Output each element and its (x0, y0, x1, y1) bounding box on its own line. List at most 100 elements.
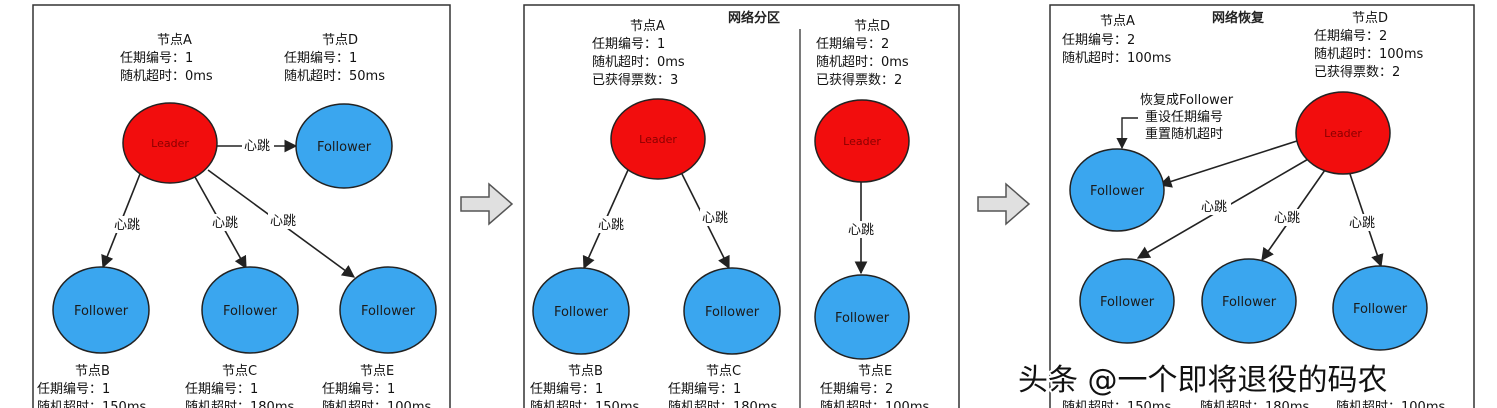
p2-follower-b (532, 267, 630, 355)
p1-follower-c-label: Follower (223, 304, 278, 319)
p2-leader-a (610, 98, 706, 180)
p3-nodeD-term: 任期编号：2 (1314, 29, 1387, 44)
p3-nodeA-name: 节点A (1100, 14, 1135, 29)
p3-follower-c-label: Follower (1222, 295, 1277, 310)
p3-heartbeat-label-2: 心跳 (1274, 211, 1300, 226)
p1-nodeB-timeout: 随机超时：150ms (37, 400, 146, 408)
p2-title: 网络分区 (728, 10, 780, 26)
p3-nodeE-timeout: 随机超时：100ms (1336, 400, 1445, 408)
step-arrow-2 (977, 182, 1031, 226)
p1-follower-d-label: Follower (317, 140, 372, 155)
p2-nodeC-name: 节点C (706, 364, 741, 379)
p1-heartbeat-label-2: 心跳 (114, 218, 140, 233)
p1-nodeD-term: 任期编号：1 (284, 51, 357, 66)
p2-nodeC-timeout: 随机超时：180ms (668, 400, 777, 408)
p2-nodeE-term: 任期编号：2 (820, 382, 893, 397)
p3-nodeC-timeout: 随机超时：180ms (1200, 400, 1309, 408)
p1-hb-bg-3 (210, 214, 242, 231)
p3-follower-a (1069, 148, 1165, 232)
p1-leader-label: Leader (151, 137, 189, 150)
p1-hb-bg-1 (242, 137, 274, 154)
p3-nodeD-votes: 已获得票数：2 (1314, 64, 1400, 80)
p3-leader-d (1295, 91, 1391, 175)
p2-follower-c-label: Follower (705, 305, 760, 320)
p2-follower-e (814, 274, 910, 360)
p1-follower-c (201, 266, 299, 354)
p1-heartbeat-label-4: 心跳 (270, 214, 296, 229)
p1-nodeE-term: 任期编号：1 (322, 382, 395, 397)
p1-nodeB-name: 节点B (75, 364, 110, 379)
p2-nodeA-votes: 已获得票数：3 (592, 72, 678, 88)
p1-nodeA-timeout: 随机超时：0ms (120, 69, 213, 84)
p1-nodeC-timeout: 随机超时：180ms (185, 400, 294, 408)
p3-nodeD-timeout: 随机超时：100ms (1314, 47, 1423, 62)
p2-follower-b-label: Follower (554, 305, 609, 320)
p2-heartbeat-label-3: 心跳 (848, 223, 874, 238)
p1-follower-d (295, 103, 393, 189)
p1-follower-e (339, 266, 437, 354)
p3-title: 网络恢复 (1212, 10, 1265, 26)
p1-nodeA-name: 节点A (157, 33, 192, 48)
p3-recover-line-3: 重置随机超时 (1145, 126, 1223, 142)
p3-follower-b (1079, 258, 1175, 344)
p3-follower-a-label: Follower (1090, 184, 1145, 199)
p2-hb-bg-1 (596, 216, 628, 233)
p1-nodeC-term: 任期编号：1 (185, 382, 258, 397)
p1-follower-b (52, 266, 150, 354)
p3-hb-bg-2 (1272, 209, 1304, 226)
p3-nodeA-timeout: 随机超时：100ms (1062, 51, 1171, 66)
p1-nodeB-term: 任期编号：1 (37, 382, 110, 397)
p2-nodeB-term: 任期编号：1 (530, 382, 603, 397)
p1-nodeA-term: 任期编号：1 (120, 51, 193, 66)
p2-hb-bg-3 (846, 221, 878, 238)
p2-heartbeat-label-2: 心跳 (702, 211, 728, 226)
p2-nodeD-term: 任期编号：2 (816, 37, 889, 52)
p1-nodeE-timeout: 随机超时：100ms (322, 400, 431, 408)
p3-hb-bg-1 (1199, 198, 1231, 215)
p1-follower-b-label: Follower (74, 304, 129, 319)
p2-nodeD-votes: 已获得票数：2 (816, 72, 902, 88)
watermark-text: 头条 @一个即将退役的码农 (1018, 363, 1388, 398)
p2-follower-c (683, 267, 781, 355)
p1-nodeE-name: 节点E (360, 364, 394, 379)
p3-recover-line-1: 恢复成Follower (1140, 93, 1234, 108)
p2-heartbeat-label-1: 心跳 (598, 218, 624, 233)
p1-nodeD-timeout: 随机超时：50ms (284, 69, 385, 84)
p1-hb-bg-2 (112, 216, 144, 233)
p3-nodeA-term: 任期编号：2 (1062, 33, 1135, 48)
p2-leader-d (814, 99, 910, 183)
p2-nodeA-term: 任期编号：1 (592, 37, 665, 52)
p3-follower-b-label: Follower (1100, 295, 1155, 310)
p2-hb-bg-2 (700, 209, 732, 226)
p2-leader-a-label: Leader (639, 133, 677, 146)
p1-follower-e-label: Follower (361, 304, 416, 319)
p3-heartbeat-label-3: 心跳 (1349, 216, 1375, 231)
p1-leader-node (122, 102, 218, 184)
p2-nodeD-name: 节点D (854, 19, 890, 34)
p1-heartbeat-label-1: 心跳 (244, 139, 270, 154)
p3-recover-pointer (1116, 117, 1138, 150)
p3-nodeB-timeout: 随机超时：150ms (1062, 400, 1171, 408)
p2-nodeB-timeout: 随机超时：150ms (530, 400, 639, 408)
p1-hb-bg-4 (268, 212, 300, 229)
p2-follower-e-label: Follower (835, 311, 890, 326)
p2-nodeE-timeout: 随机超时：100ms (820, 400, 929, 408)
p2-nodeB-name: 节点B (568, 364, 603, 379)
p2-nodeA-name: 节点A (630, 19, 665, 34)
p2-leader-d-label: Leader (843, 135, 881, 148)
p3-follower-e (1332, 265, 1428, 351)
p3-edge-d-a (1158, 139, 1301, 188)
p1-nodeD-name: 节点D (322, 33, 358, 48)
p3-heartbeat-label-1: 心跳 (1201, 200, 1227, 215)
p3-recover-line-2: 重设任期编号 (1145, 109, 1223, 125)
p3-hb-bg-3 (1347, 214, 1379, 231)
p3-follower-e-label: Follower (1353, 302, 1408, 317)
p3-leader-d-label: Leader (1324, 127, 1362, 140)
p2-nodeD-timeout: 随机超时：0ms (816, 55, 909, 70)
step-arrow-1 (460, 182, 514, 226)
p2-nodeE-name: 节点E (858, 364, 892, 379)
p2-nodeC-term: 任期编号：1 (668, 382, 741, 397)
p2-nodeA-timeout: 随机超时：0ms (592, 55, 685, 70)
p3-nodeD-name: 节点D (1352, 11, 1388, 26)
